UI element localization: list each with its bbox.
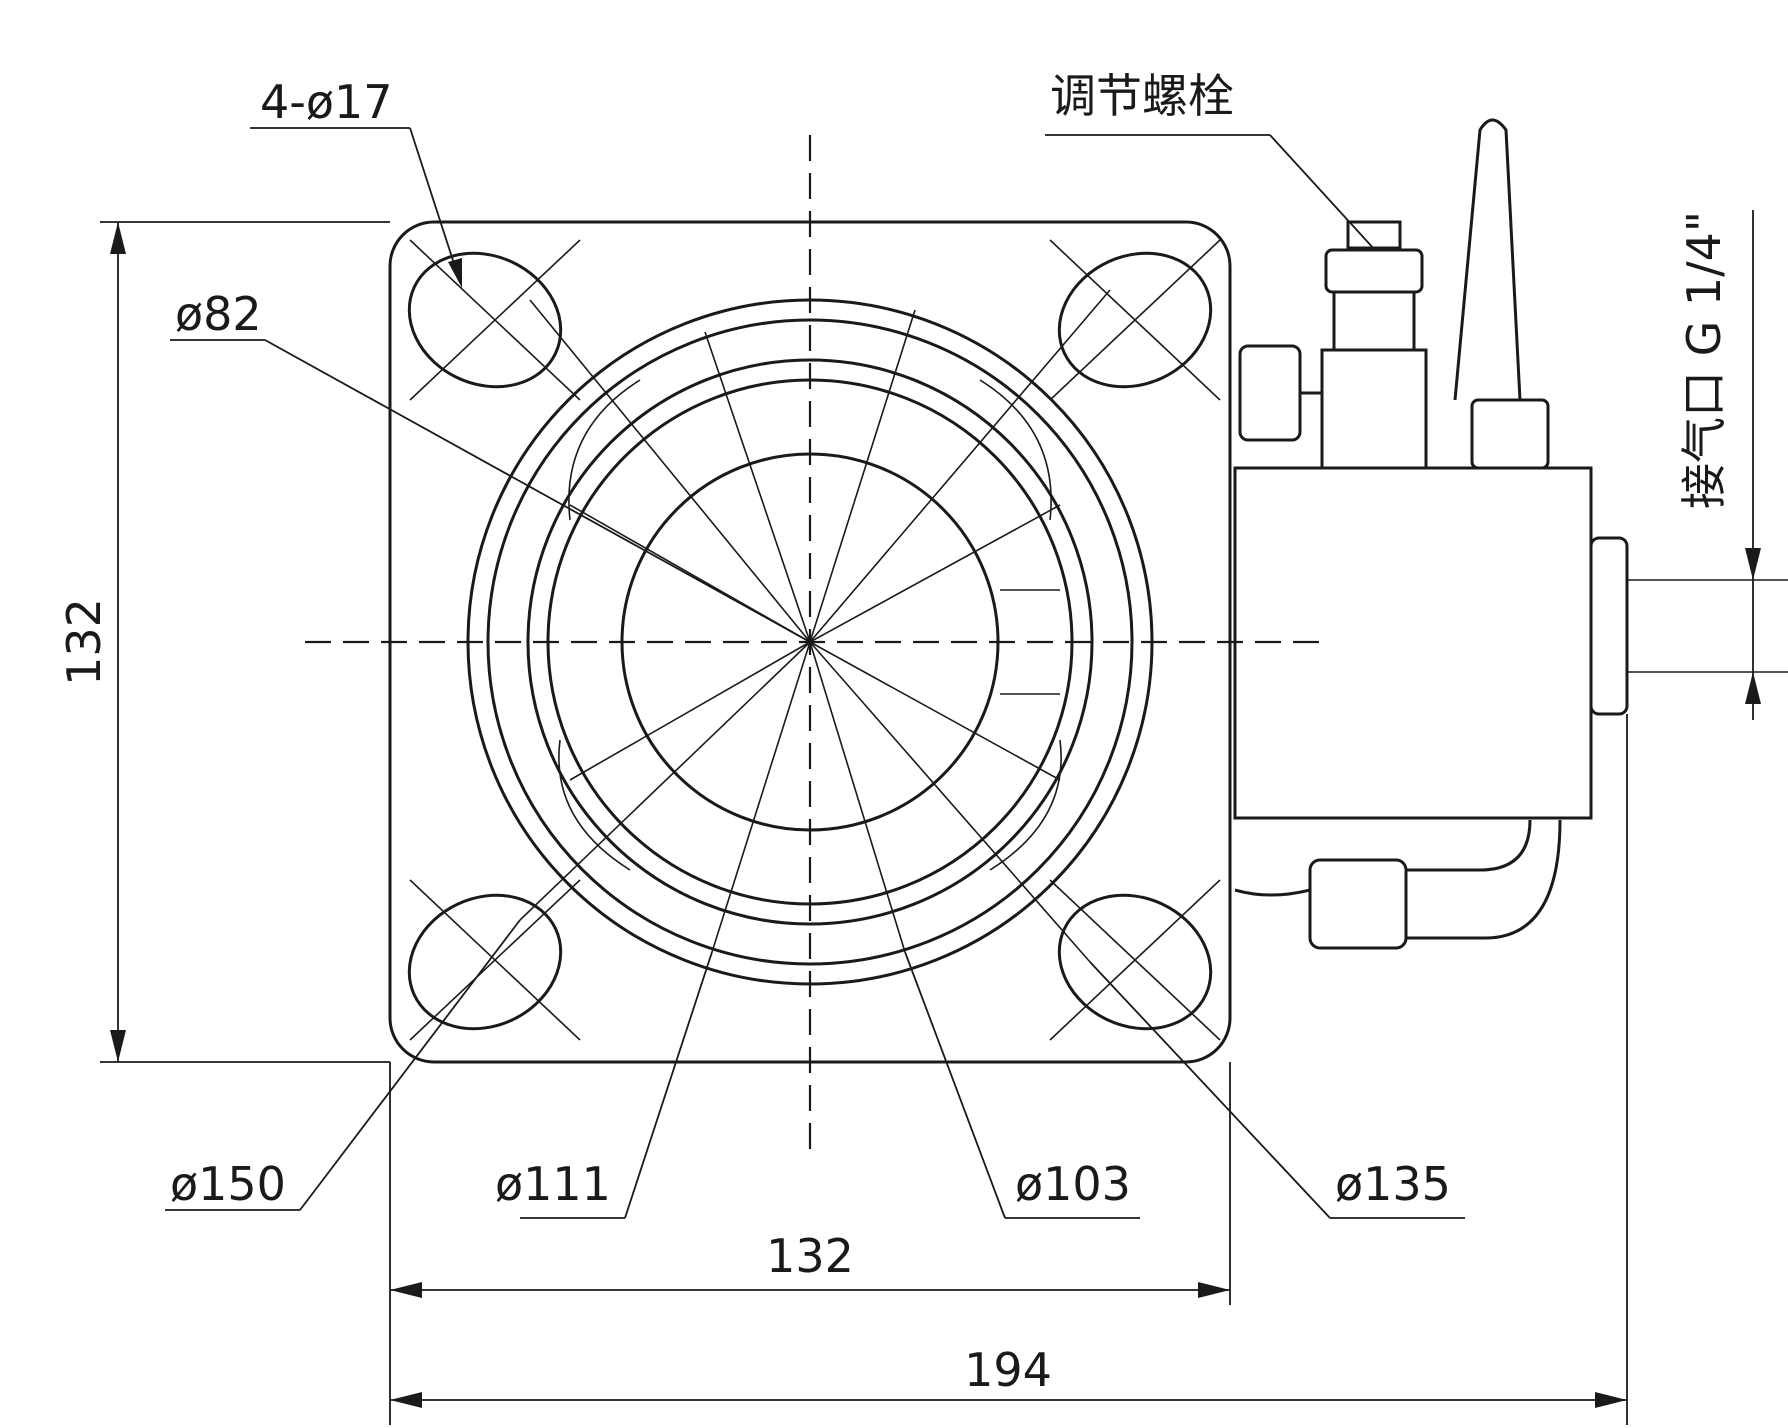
dim-height-label: 132 bbox=[57, 598, 111, 686]
d150-label: ø150 bbox=[170, 1157, 286, 1211]
callout-leaders bbox=[165, 127, 1465, 1219]
bolt-hole-bottom-right bbox=[1049, 879, 1221, 1041]
bolt-holes bbox=[407, 239, 1221, 1041]
dim-width-194 bbox=[390, 714, 1628, 1425]
dim-width-total-label: 194 bbox=[964, 1343, 1052, 1397]
dim-height-132 bbox=[100, 221, 390, 1063]
inner-lugs bbox=[558, 379, 1062, 871]
dim-width-flange-label: 132 bbox=[766, 1229, 854, 1283]
d135-label: ø135 bbox=[1335, 1157, 1451, 1211]
d103-label: ø103 bbox=[1015, 1157, 1131, 1211]
dim-air-inlet bbox=[1745, 210, 1761, 720]
air-hose bbox=[1453, 118, 1550, 470]
adjust-bolt-label: 调节螺栓 bbox=[1050, 69, 1234, 123]
hole-callout-label: 4-ø17 bbox=[260, 75, 393, 129]
bottom-elbow-fitting bbox=[1234, 819, 1562, 950]
air-inlet-label: 接气口 G 1/4" bbox=[1677, 211, 1731, 509]
bolt-hole-bottom-left bbox=[407, 879, 581, 1041]
dim-width-132 bbox=[389, 1062, 1231, 1425]
adjust-bolt-assembly bbox=[1238, 220, 1428, 470]
d82-label: ø82 bbox=[175, 287, 262, 341]
bolt-hole-top-right bbox=[1049, 239, 1221, 401]
bolt-hole-top-left bbox=[407, 239, 581, 401]
d111-label: ø111 bbox=[495, 1157, 611, 1211]
